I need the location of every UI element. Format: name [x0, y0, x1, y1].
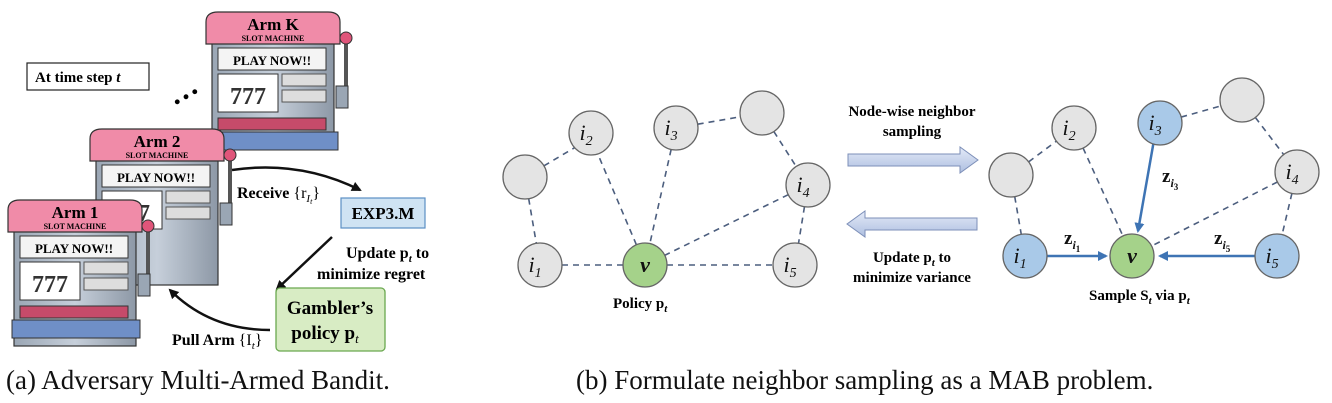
receive-arrow: [231, 166, 362, 192]
right-label-i5: i5: [1265, 243, 1278, 272]
ellipsis-dots: …: [161, 68, 203, 112]
left-label-i4: i4: [796, 172, 809, 201]
pull-arm-label: Pull Arm {It}: [172, 332, 262, 352]
arm-1-reels: 777: [32, 272, 68, 298]
left-node-i5: [772, 242, 818, 288]
time-step-label: At time step: [35, 70, 112, 86]
left-node-i4: [785, 162, 831, 208]
right-label-i2: i2: [1062, 115, 1075, 144]
arm-k-reels: 777: [230, 84, 266, 110]
forward-label-line2: sampling: [883, 124, 942, 140]
right-label-v: v: [1127, 243, 1137, 268]
right-graph-nodes: [988, 77, 1320, 279]
caption-b: (b) Formulate neighbor sampling as a MAB…: [576, 365, 1154, 395]
update-regret-line1: Update pt to: [346, 245, 429, 265]
arm-1-sub: SLOT MACHINE: [44, 222, 107, 231]
z-i5-label: zi5: [1214, 228, 1231, 254]
arm-2-play: PLAY NOW!!: [117, 170, 195, 185]
gambler-policy-box: Gambler’s policy pt: [275, 287, 386, 352]
left-node-i1: [517, 242, 563, 288]
arm-1-title: Arm 1: [52, 203, 99, 222]
z-i3-label: zi3: [1162, 166, 1179, 192]
pull-arm-arrow: [168, 288, 271, 332]
policy-line1: Gambler’s: [287, 298, 373, 319]
arm-k-play: PLAY NOW!!: [233, 53, 311, 68]
slot-machine-arm-1: Arm 1 SLOT MACHINE PLAY NOW!! 777: [7, 199, 155, 347]
forward-arrow: [847, 146, 979, 174]
caption-a: (a) Adversary Multi-Armed Bandit.: [6, 365, 390, 395]
left-node-unlabeled-2: [739, 90, 785, 136]
update-regret-arrow: [275, 236, 333, 291]
time-step-var: t: [116, 70, 121, 86]
left-label-i3: i3: [664, 115, 677, 144]
policy-pt-label: Policy pt: [613, 296, 668, 315]
exp3-label: EXP3.M: [352, 204, 415, 223]
svg-text:At time step t: At time step t: [35, 70, 121, 86]
arm-1-play: PLAY NOW!!: [35, 241, 113, 256]
left-node-i3: [653, 105, 699, 151]
arm-k-title: Arm K: [247, 15, 299, 34]
left-graph-nodes: [502, 90, 831, 288]
backward-label-line1: Update pt to: [873, 250, 951, 269]
right-label-i1: i1: [1013, 243, 1026, 272]
arm-2-sub: SLOT MACHINE: [126, 151, 189, 160]
right-label-i4: i4: [1285, 159, 1298, 188]
left-label-i1: i1: [528, 252, 541, 281]
exp3-box: EXP3.M: [340, 197, 426, 229]
left-node-unlabeled-1: [502, 154, 548, 200]
right-label-i3: i3: [1148, 110, 1161, 139]
backward-label-line2: minimize variance: [853, 270, 971, 286]
z-i1-label: zi1: [1064, 228, 1081, 254]
slot-machine-arm-k: Arm K SLOT MACHINE PLAY NOW!! 777: [205, 11, 353, 151]
policy-line2: policy pt: [291, 323, 359, 346]
left-label-i5: i5: [783, 252, 796, 281]
forward-label-line1: Node-wise neighbor: [848, 104, 975, 120]
sample-label: Sample St via pt: [1089, 288, 1191, 307]
arm-k-sub: SLOT MACHINE: [242, 34, 305, 43]
time-step-box: At time step t: [26, 62, 150, 91]
left-label-v: v: [640, 252, 650, 277]
arm-2-title: Arm 2: [134, 132, 181, 151]
left-label-i2: i2: [579, 120, 592, 149]
left-node-i2: [568, 110, 614, 156]
left-node-v: [622, 242, 668, 288]
backward-arrow: [846, 210, 978, 238]
receive-label: Receive {rIt}: [237, 185, 320, 206]
update-regret-line2: minimize regret: [317, 266, 426, 283]
